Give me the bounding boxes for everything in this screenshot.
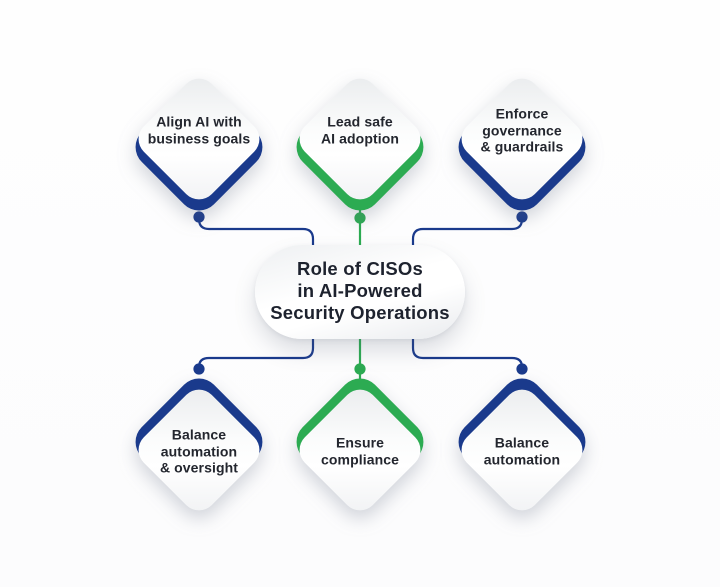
label-line: automation xyxy=(483,451,561,467)
node-label: Lead safe AI adoption xyxy=(290,114,430,147)
connector-dot-bottom-left xyxy=(193,363,205,375)
label-line: Lead safe xyxy=(327,113,393,130)
connector-bottom-right-line xyxy=(411,330,524,371)
label-line: & oversight xyxy=(159,459,239,476)
label-line: compliance xyxy=(320,451,400,467)
connector-top-right-line xyxy=(411,215,524,256)
connector-bottom-left-line xyxy=(197,330,315,371)
label-line: Balance xyxy=(494,434,550,451)
label-line: business goals xyxy=(147,130,251,146)
label-line: automation xyxy=(160,442,238,459)
label-line: Balance xyxy=(171,426,227,443)
connector-top-left-line xyxy=(197,215,315,256)
node-label: Enforce governance & guardrails xyxy=(452,105,592,155)
node-label: Balance automation & oversight xyxy=(129,426,269,476)
diagram-title: Role of CISOs in AI-Powered Security Ope… xyxy=(270,258,450,324)
node-label: Align AI with business goals xyxy=(129,114,269,147)
label-line: governance xyxy=(482,121,562,138)
label-line: Ensure xyxy=(335,434,385,451)
title-line: Security Operations xyxy=(270,302,450,323)
connector-dot-top-right xyxy=(516,211,528,223)
title-line: in AI-Powered xyxy=(297,280,423,301)
label-line: & guardrails xyxy=(480,138,564,155)
label-line: Enforce xyxy=(495,105,549,122)
connector-dot-top-center xyxy=(354,212,366,224)
label-line: AI adoption xyxy=(320,130,400,146)
connector-dot-bottom-right xyxy=(516,363,528,375)
label-line: Align AI with xyxy=(156,113,242,130)
center-node: Role of CISOs in AI-Powered Security Ope… xyxy=(255,245,465,339)
node-label: Ensure compliance xyxy=(290,435,430,468)
connector-dot-top-left xyxy=(193,211,205,223)
node-label: Balance automation xyxy=(452,435,592,468)
title-line: Role of CISOs xyxy=(297,258,423,279)
connector-dot-bottom-center xyxy=(354,363,366,375)
